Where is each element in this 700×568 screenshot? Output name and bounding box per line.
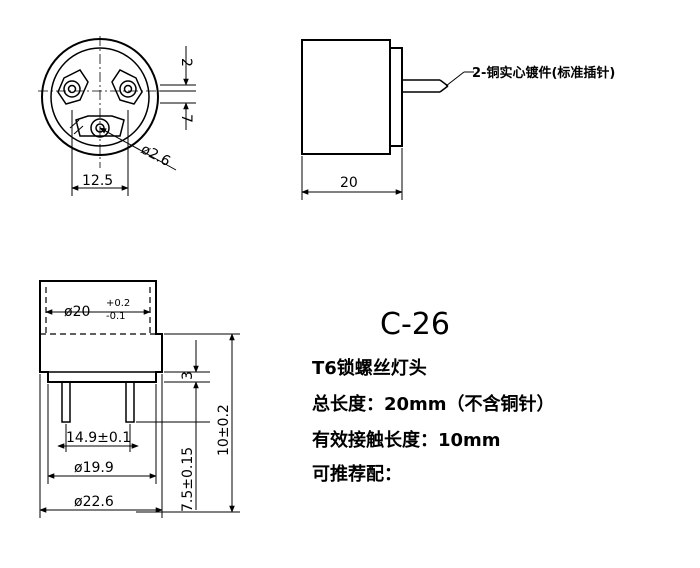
side-flange [389,47,403,147]
contact-left [57,69,89,105]
side-dims [301,71,474,200]
spec-line-3: 有效接触长度：10mm [312,429,501,451]
dim-outer-diameter: ø22.6 [74,494,114,510]
dim-total-pin: 10±0.2 [216,404,232,456]
dim-pin-offset: 2 [178,58,194,67]
dim-section-pin-spacing: 14.9±0.1 [66,430,131,446]
contact-right [111,69,143,105]
dim-inner-tol-upper: +0.2 [106,298,130,309]
side-callout: 2-铜实心镀件(标准插针) [472,65,615,81]
side-view [301,39,449,155]
section-dims [39,309,240,518]
spec-line-2: 总长度：20mm（不含铜针） [312,393,555,415]
dim-pin-gap: 7 [178,114,194,123]
dim-pin-length: 7.5±0.15 [180,447,196,512]
dim-inner-tol-lower: -0.1 [106,311,126,322]
section-pin-left [61,381,71,423]
dim-mid-diameter: ø19.9 [74,460,114,476]
front-dims [71,46,196,196]
side-body [301,39,391,155]
section-body [39,280,163,383]
dim-body-length: 20 [340,175,358,191]
spec-line-1: T6锁螺丝灯头 [312,357,427,379]
spec-line-4: 可推荐配： [312,463,402,485]
dim-inner-diameter: ø20 [64,304,90,320]
front-view [38,36,178,168]
dim-flange: 3 [180,371,196,380]
section-pin-right [125,381,135,423]
dim-front-pin-spacing: 12.5 [82,173,113,189]
section-view [39,280,163,423]
model-number: C-26 [380,307,450,342]
